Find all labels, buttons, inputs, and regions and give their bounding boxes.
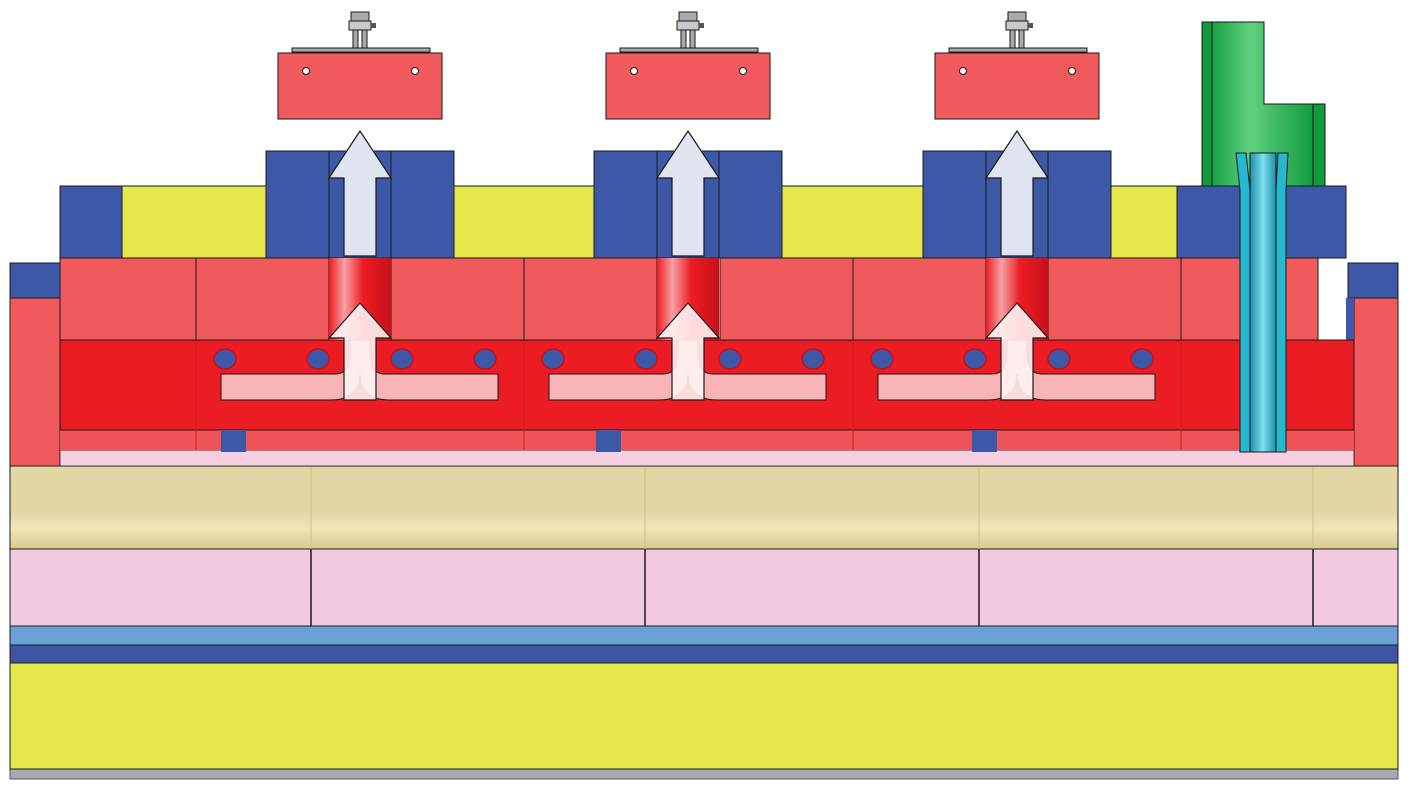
green-pipe-right-flange xyxy=(1312,103,1326,187)
sensor-dot xyxy=(541,348,565,370)
right-wall-cap xyxy=(1347,262,1399,299)
hood-2 xyxy=(605,11,771,120)
red-block xyxy=(59,257,197,341)
sensor-dot xyxy=(801,348,825,370)
clamp-leg xyxy=(689,29,696,49)
hood-bolt-hole xyxy=(411,67,419,75)
right-wall xyxy=(1353,297,1399,467)
pink-floor-strip xyxy=(59,449,1355,467)
left-wall-cap xyxy=(9,262,61,299)
lavender-dividers xyxy=(310,549,1314,626)
flow-arrow-2 xyxy=(541,129,827,401)
sensor-dot xyxy=(718,348,742,370)
band-segment-lines xyxy=(195,340,1182,450)
red-block xyxy=(523,257,658,341)
hood-bolt-hole xyxy=(739,67,747,75)
hood-group xyxy=(277,11,1100,120)
left-wall xyxy=(9,297,61,467)
clamp-leg xyxy=(1018,29,1025,49)
flow-arrow-3 xyxy=(870,129,1156,401)
clamp-leg xyxy=(352,29,359,49)
sky-blue-layer xyxy=(9,625,1399,646)
exhaust-flow-arrow xyxy=(984,129,1050,257)
cyan-tube-core xyxy=(1249,152,1277,453)
column-left-block xyxy=(265,150,330,259)
sensor-dot xyxy=(634,348,658,370)
blue-floor-tabs xyxy=(221,430,997,452)
blue-block-left xyxy=(59,185,123,259)
hood-body xyxy=(934,52,1100,120)
hood-1 xyxy=(277,11,443,120)
hood-bolt-hole xyxy=(302,67,310,75)
yellow-base-layer xyxy=(9,661,1399,770)
hood-mount-plate xyxy=(948,47,1088,53)
clamp-collar xyxy=(1005,20,1029,31)
lavender-layer xyxy=(9,548,1399,627)
column-left-block xyxy=(593,150,658,259)
green-pipe-left-flange xyxy=(1201,21,1213,187)
rising-flow-arrow xyxy=(655,302,721,401)
base-layers xyxy=(9,465,1399,780)
hood-mount-plate xyxy=(619,47,759,53)
sensor-dot xyxy=(1047,348,1071,370)
rising-flow-arrow xyxy=(327,302,393,401)
sensor-dot xyxy=(870,348,894,370)
red-block xyxy=(1047,257,1182,341)
tan-layer xyxy=(9,465,1399,550)
clamp-screw xyxy=(1028,23,1033,28)
red-block xyxy=(195,257,330,341)
clamp-collar xyxy=(348,20,372,31)
hood-bolt-hole xyxy=(630,67,638,75)
hood-3 xyxy=(934,11,1100,120)
column-right-block xyxy=(1047,150,1112,259)
red-block xyxy=(719,257,854,341)
red-band-lower xyxy=(60,430,1354,450)
tan-dividers xyxy=(310,466,1314,549)
flow-arrow-1 xyxy=(213,129,499,401)
column-right-block xyxy=(718,150,783,259)
exhaust-flow-arrow xyxy=(655,129,721,257)
column-left-block xyxy=(922,150,987,259)
hood-bolt-hole xyxy=(959,67,967,75)
clamp-collar xyxy=(676,20,700,31)
floor-tab-1 xyxy=(221,430,246,452)
clamp-screw xyxy=(699,23,704,28)
sensor-dot xyxy=(213,348,237,370)
hood-body xyxy=(277,52,443,120)
floor-tab-2 xyxy=(596,430,621,452)
red-block xyxy=(852,257,987,341)
clamp-leg xyxy=(1009,29,1016,49)
hood-body xyxy=(605,52,771,120)
clamp-leg xyxy=(361,29,368,49)
sensor-dot xyxy=(390,348,414,370)
red-block xyxy=(390,257,525,341)
flow-group xyxy=(213,129,1156,401)
cyan-tube-outer-right xyxy=(1275,152,1289,453)
side-walls xyxy=(9,262,1399,467)
green-injector-pipe xyxy=(1201,21,1326,453)
rising-flow-arrow xyxy=(984,302,1050,401)
gray-base-strip xyxy=(9,768,1399,780)
column-right-block xyxy=(390,150,455,259)
clamp-screw xyxy=(371,23,376,28)
sensor-dot xyxy=(963,348,987,370)
hood-mount-plate xyxy=(291,47,431,53)
clamp-leg xyxy=(680,29,687,49)
exhaust-flow-arrow xyxy=(327,129,393,257)
hood-bolt-hole xyxy=(1068,67,1076,75)
sensor-dot xyxy=(1130,348,1154,370)
navy-layer xyxy=(9,644,1399,664)
floor-tab-3 xyxy=(972,430,997,452)
sensor-dot xyxy=(306,348,330,370)
sensor-dot xyxy=(473,348,497,370)
red-channel-band xyxy=(59,339,1355,467)
